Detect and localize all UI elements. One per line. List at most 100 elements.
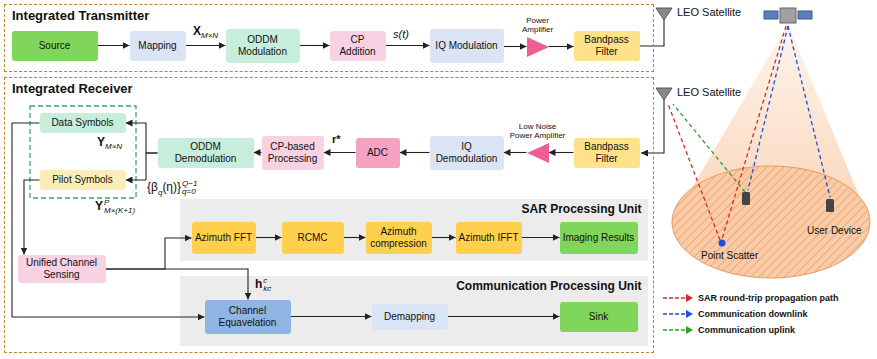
box-text: Azimuth FFT	[195, 232, 252, 244]
amplifier-shape	[527, 143, 549, 163]
flow-arrow	[98, 45, 130, 46]
demodulation-block: ODDM Demodulation	[158, 138, 254, 168]
satellite-icon	[764, 8, 812, 23]
box-text: ADC	[367, 147, 388, 159]
legend-row: Communication uplink	[662, 322, 838, 338]
flow-arrow	[448, 316, 560, 317]
box-text: CP Addition	[333, 34, 383, 57]
coverage-area	[672, 166, 870, 278]
satellite-body	[780, 8, 796, 23]
flow-arrow	[126, 153, 158, 180]
label-group: XM×N	[192, 25, 219, 41]
label-group: LEO Satellite	[676, 86, 742, 98]
box-text: ODDM Demodulation	[161, 141, 251, 164]
flow-arrow	[300, 45, 330, 46]
data-symbols-block: Data Symbols	[40, 113, 126, 133]
label-text: r*	[332, 133, 341, 145]
index-stack: PM×(K+1)	[104, 199, 135, 215]
box-text: ODDM Modulation	[229, 34, 297, 57]
legend-line	[663, 313, 687, 315]
flow-arrow	[344, 237, 366, 238]
box-text: Mapping	[138, 40, 176, 52]
process-box: RCMC	[282, 222, 344, 254]
iq-block: IQ Modulation	[430, 29, 504, 63]
user-device-icon	[742, 192, 750, 205]
flow-arrow	[24, 180, 40, 255]
label-text: LEO Satellite	[677, 86, 741, 98]
label-text: c	[263, 277, 271, 285]
flow-arrow	[256, 237, 282, 238]
label-group: s(t)	[392, 28, 410, 40]
box-text: Source	[39, 40, 71, 52]
panel-fill	[180, 199, 648, 261]
box-text: Imaging Results	[563, 232, 635, 244]
flow-arrow	[504, 152, 527, 153]
solar-panel	[798, 11, 812, 19]
antenna-symbol	[656, 8, 672, 20]
title-text: Low Noise Power Amplifier	[509, 123, 567, 141]
process-box: Azimuth IFFT	[456, 222, 522, 254]
title-text: SAR Processing Unit	[521, 202, 641, 216]
legend-arrowhead	[686, 326, 693, 334]
user-device-icon	[826, 199, 834, 212]
flow-arrow	[400, 152, 430, 153]
label-text: kc	[263, 285, 271, 293]
downlink-path	[788, 26, 830, 197]
legend-text: Communication downlink	[698, 309, 808, 319]
source-block: Source	[12, 31, 98, 61]
label-text: Point Scatter	[701, 250, 758, 261]
label-group: {βq(η)}Q−1q=0	[146, 180, 198, 197]
title-text: Power Amplifier	[516, 17, 560, 35]
flow-arrow	[549, 46, 574, 47]
label-text: (η)}	[162, 180, 181, 194]
label-group: Point Scatter	[700, 250, 759, 261]
label-group: hckc	[254, 277, 272, 293]
flow-arrow	[386, 45, 430, 46]
legend-text: Communication uplink	[698, 325, 795, 335]
equalizer-block: Channel Equavelation	[205, 300, 291, 334]
box-text: Unified Channel Sensing	[21, 257, 103, 280]
symbol-group-outline	[30, 106, 136, 198]
filter-block: Bandpass Filter	[574, 138, 640, 168]
flow-arrow	[549, 152, 574, 153]
receiver-group: Integrated ReceiverData SymbolsPilot Sym…	[4, 77, 654, 353]
label-text: h	[255, 277, 262, 291]
panel-fill	[180, 276, 648, 346]
legend-row: Communication downlink	[662, 306, 838, 322]
sensing-block: Unified Channel Sensing	[18, 255, 106, 283]
title-text: Communication Processing Unit	[456, 279, 641, 293]
label-text: q=0	[182, 188, 197, 196]
antenna-symbol	[656, 88, 672, 100]
box-text: Azimuth IFFT	[459, 232, 519, 244]
box-text: Pilot Symbols	[52, 174, 113, 186]
legend-sample	[662, 309, 694, 319]
box-text: IQ Demodulation	[433, 141, 501, 164]
label-text: User Device	[807, 225, 861, 236]
legend-row: SAR round-trip propagation path	[662, 290, 838, 306]
flow-arrow	[106, 269, 249, 300]
sink-block: Sink	[560, 302, 638, 332]
amplifier-node: Power Amplifier	[527, 37, 549, 57]
cp-block: CP Addition	[330, 31, 386, 61]
box-text: IQ Modulation	[435, 40, 497, 52]
point-scatter-dot	[719, 240, 726, 247]
label-text: {β	[147, 180, 158, 194]
label-group: User Device	[806, 225, 862, 236]
result-box: Imaging Results	[560, 222, 638, 254]
antenna-feed	[640, 20, 664, 46]
antenna-feed	[641, 100, 664, 153]
solar-panel	[764, 11, 778, 19]
amplifier-triangle	[527, 37, 549, 57]
legend-sample	[662, 293, 694, 303]
label-text: LEO Satellite	[677, 6, 741, 18]
legend-text: SAR round-trip propagation path	[698, 293, 838, 303]
index-stack: Q−1q=0	[182, 180, 197, 196]
box-text: Demapping	[384, 311, 435, 323]
label-text: M×N	[201, 31, 218, 40]
label-text: Y	[95, 199, 103, 213]
flow-arrow	[324, 152, 356, 153]
process-box: Azimuth compression	[366, 222, 432, 254]
label-group: YPM×(K+1)	[94, 199, 136, 215]
sar-path	[668, 104, 720, 240]
